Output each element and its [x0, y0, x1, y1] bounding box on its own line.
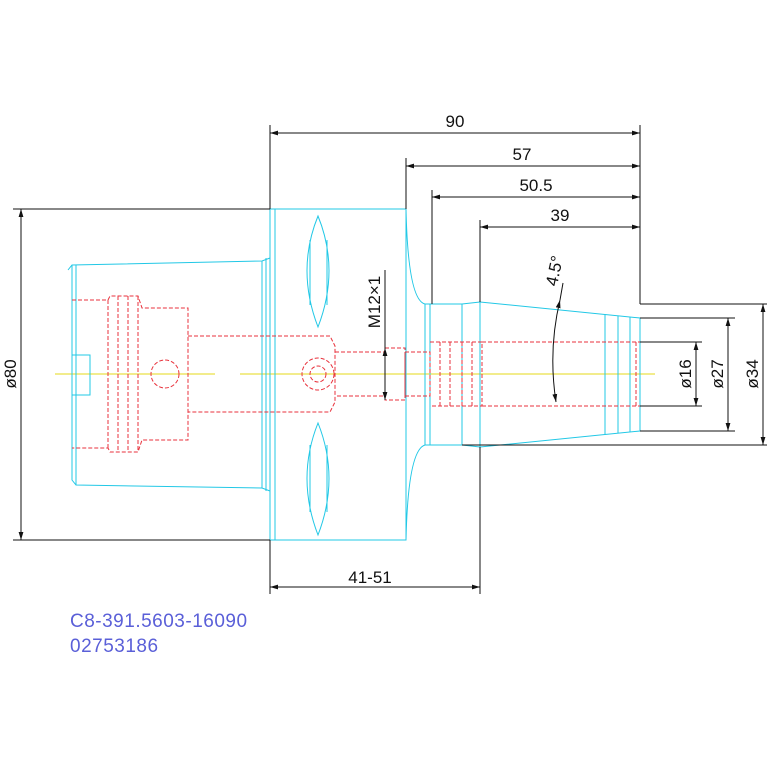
svg-text:39: 39	[551, 206, 570, 225]
part-number: 02753186	[70, 636, 159, 657]
hidden-lines	[72, 295, 640, 453]
svg-text:50.5: 50.5	[519, 176, 552, 195]
dim-dia-27: ø27	[640, 317, 735, 432]
dim-taper-angle: 4.5°	[542, 254, 567, 403]
dim-50-5: 50.5	[431, 176, 640, 304]
svg-text:41-51: 41-51	[348, 568, 391, 587]
part-outline	[67, 208, 641, 541]
part-code: C8-391.5603-16090	[70, 611, 248, 632]
dim-41-51: 41-51	[269, 447, 481, 594]
dim-90: 90	[269, 112, 641, 304]
svg-text:90: 90	[446, 112, 465, 131]
dim-57: 57	[405, 145, 640, 209]
svg-text:ø80: ø80	[1, 359, 20, 388]
dim-dia-34: ø34	[462, 303, 767, 446]
svg-text:4.5°: 4.5°	[542, 254, 567, 288]
dim-thread-m12: M12×1	[365, 270, 388, 400]
dim-dia-80: ø80	[1, 208, 270, 541]
svg-text:57: 57	[513, 145, 532, 164]
svg-text:ø27: ø27	[708, 359, 727, 388]
svg-text:M12×1: M12×1	[365, 276, 384, 328]
dim-dia-16: ø16	[640, 341, 702, 407]
svg-text:ø16: ø16	[676, 359, 695, 388]
svg-text:ø34: ø34	[743, 359, 762, 388]
dim-39: 39	[479, 206, 640, 302]
